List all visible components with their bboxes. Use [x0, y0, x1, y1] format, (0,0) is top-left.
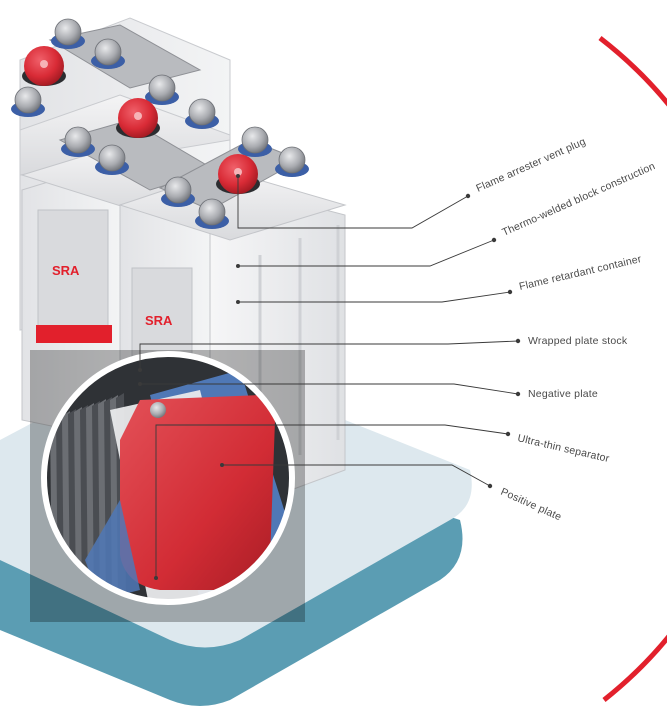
leader-line — [140, 383, 519, 395]
leader-line — [139, 340, 519, 370]
terminal-bolt — [91, 38, 125, 69]
terminals — [11, 18, 309, 229]
leader-dot — [507, 289, 513, 295]
terminal-bolt — [51, 18, 85, 49]
callout-label: Ultra-thin separator — [516, 432, 610, 465]
cell-brand-label: SRA — [52, 263, 80, 278]
terminal-bolt — [145, 74, 179, 105]
vent-plug — [22, 46, 66, 86]
magnified-inset — [30, 350, 305, 622]
leader-dot — [515, 391, 521, 397]
target-dot — [236, 264, 240, 268]
terminal-bolt — [185, 98, 219, 129]
leader-dot — [465, 193, 471, 199]
cell-brand-label-right: SRA — [145, 313, 173, 328]
target-dot — [138, 382, 142, 386]
callout-negative-plate: Negative plate — [138, 382, 598, 400]
leader-dot — [515, 338, 521, 344]
cell-red-band — [36, 325, 112, 343]
target-dot — [236, 300, 240, 304]
terminal-bolt — [238, 126, 272, 157]
target-dot — [138, 368, 142, 372]
terminal-bolt — [61, 126, 95, 157]
target-dot — [154, 576, 158, 580]
leader-dot — [487, 483, 493, 489]
terminal-bolt — [161, 176, 195, 207]
leader-line — [238, 239, 495, 267]
callout-label: Wrapped plate stock — [528, 335, 628, 347]
terminal-bolt — [11, 86, 45, 117]
leader-line — [237, 176, 469, 229]
callout-wrapped-plate-stock: Wrapped plate stock — [138, 335, 628, 372]
vent-plug — [116, 98, 160, 138]
callout-label: Flame retardant container — [518, 253, 643, 293]
leader-dot — [505, 431, 511, 437]
leader-line — [155, 424, 509, 578]
callout-label: Negative plate — [528, 388, 598, 400]
callout-label: Positive plate — [499, 486, 564, 524]
leader-line — [238, 291, 511, 303]
accent-arc — [598, 36, 667, 702]
vent-plugs — [22, 46, 260, 194]
bus-bars — [48, 24, 302, 211]
terminal-bolt — [95, 144, 129, 175]
terminal-bolt — [195, 198, 229, 229]
terminal-bolt — [275, 146, 309, 177]
callout-label: Flame arrester vent plug — [474, 136, 587, 195]
leader-line — [222, 464, 491, 487]
target-dot — [220, 463, 224, 467]
leader-dot — [491, 237, 497, 243]
positive-plate-shape — [120, 395, 275, 590]
target-dot — [236, 174, 240, 178]
